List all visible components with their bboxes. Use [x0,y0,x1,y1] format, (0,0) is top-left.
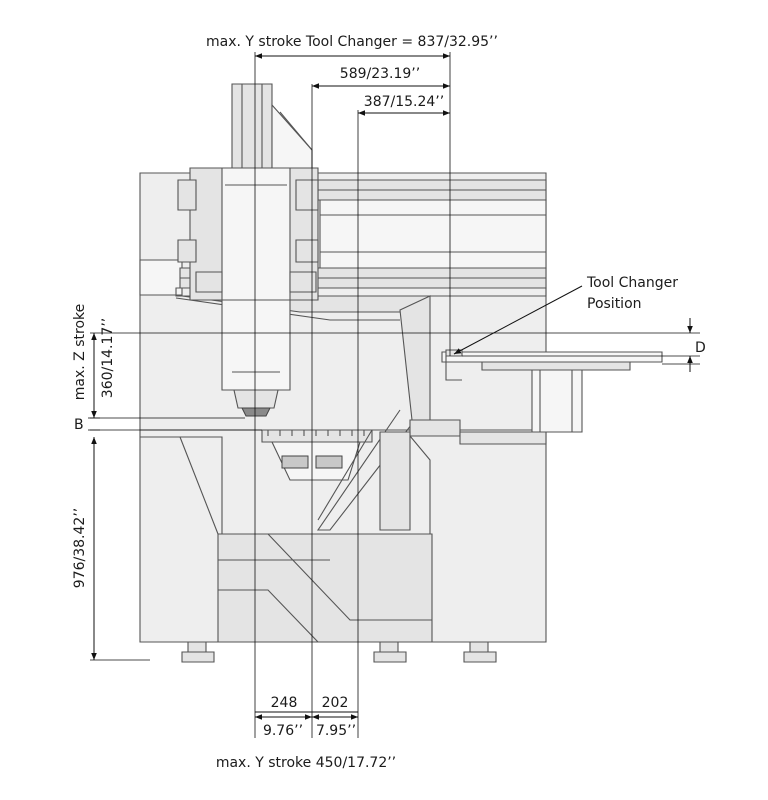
tool-changer-label-line2: Position [587,296,642,312]
y-stroke-max-label: max. Y stroke 450/17.72’’ [216,755,396,771]
dim-387-label: 387/15.24’’ [364,94,444,110]
z-stroke-value: 360/14.17’’ [100,318,116,398]
dim-202-label: 202 [322,695,349,711]
d-marker-label: D [695,340,706,356]
z-stroke-label: max. Z stroke [72,304,88,400]
dim-795-in-label: 7.95’’ [316,723,356,739]
dim-589-label: 589/23.19’’ [340,66,420,82]
work-table [261,429,373,481]
tool-changer-label-line1: Tool Changer [586,275,678,291]
b-marker-label: B [74,417,84,433]
dim-248-label: 248 [271,695,298,711]
spindle-head [177,83,319,417]
leveling-feet [181,641,497,663]
tool-changer [316,295,663,534]
height-value: 976/38.42’’ [72,508,88,588]
y-stroke-tool-changer-label: max. Y stroke Tool Changer = 837/32.95’’ [206,34,498,50]
dimension-lines [88,52,700,738]
dim-976-in-label: 9.76’’ [263,723,303,739]
